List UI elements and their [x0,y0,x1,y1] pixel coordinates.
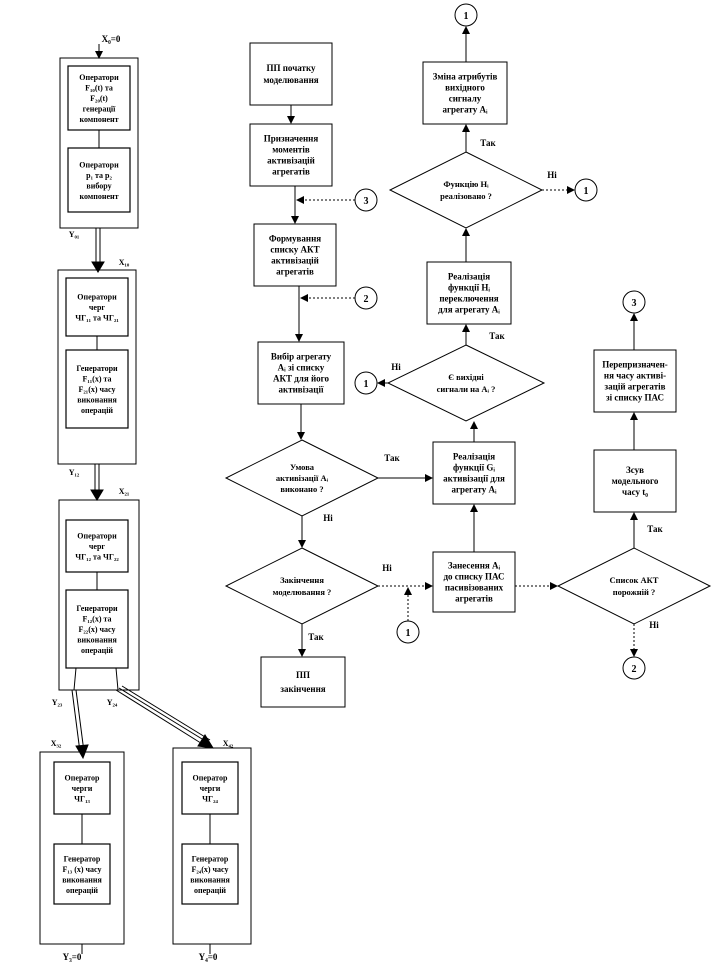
connector-3-left-num: 3 [364,196,369,207]
x0-label: X₀=0 [102,34,121,44]
y23-label: Y₂₃ [52,698,63,707]
akt-empty-no-label: Ні [649,620,659,630]
assign-block [249,123,333,187]
connector-3-right-num: 3 [632,298,637,309]
connector-2-left-num: 2 [364,294,369,305]
y24-label: Y₂₄ [107,698,118,707]
connector-1-mid-num: 1 [364,379,369,390]
akt-empty-yes-label: Так [647,524,663,534]
block-2-outer [57,269,137,465]
left-chain [39,44,252,954]
block-5-op2 [181,843,239,905]
connector-1-right-num: 1 [584,186,589,197]
h-done-no-label: Ні [547,170,557,180]
end-question-yes-label: Так [308,632,324,642]
recalc-text: Перепризначен-ня часу активі-зацій агрег… [602,360,668,403]
x10-label: X₁₀ [119,258,130,267]
y01-label: Y₀₁ [69,230,80,239]
connector-2-right-num: 2 [632,664,637,675]
end-question-no-label: Ні [382,563,392,573]
x21-label: X₂₁ [119,487,130,496]
akt-empty-diamond [556,547,712,625]
connector-1-right [574,178,598,202]
h-done-diamond [388,151,544,229]
y4-label: Y₄=0 [199,952,218,962]
block-3-outer [58,499,140,691]
out-signals-no-label: Ні [391,362,401,372]
x32-label: X₃₂ [51,739,62,748]
end-question-diamond [224,547,380,625]
h-done-yes-label: Так [480,138,496,148]
cond-no-label: Ні [323,513,333,523]
start-block [249,42,333,106]
connector-1-top-num: 1 [464,11,469,22]
connector-2-right [622,656,646,680]
out-signals-diamond [386,344,546,422]
x42-label: X₄₂ [223,739,234,748]
block-4-op2 [53,843,111,905]
block-5-outer [172,747,252,945]
block-1-op2 [67,147,131,213]
out-signals-yes-label: Так [489,331,505,341]
end-block [260,656,346,708]
cond-yes-label: Так [384,453,400,463]
y3-label: Y₃=0 [63,952,82,962]
connector-1-bottom-num: 1 [406,628,411,639]
y12-label: Y₁₂ [69,468,80,477]
form-block [253,223,337,287]
